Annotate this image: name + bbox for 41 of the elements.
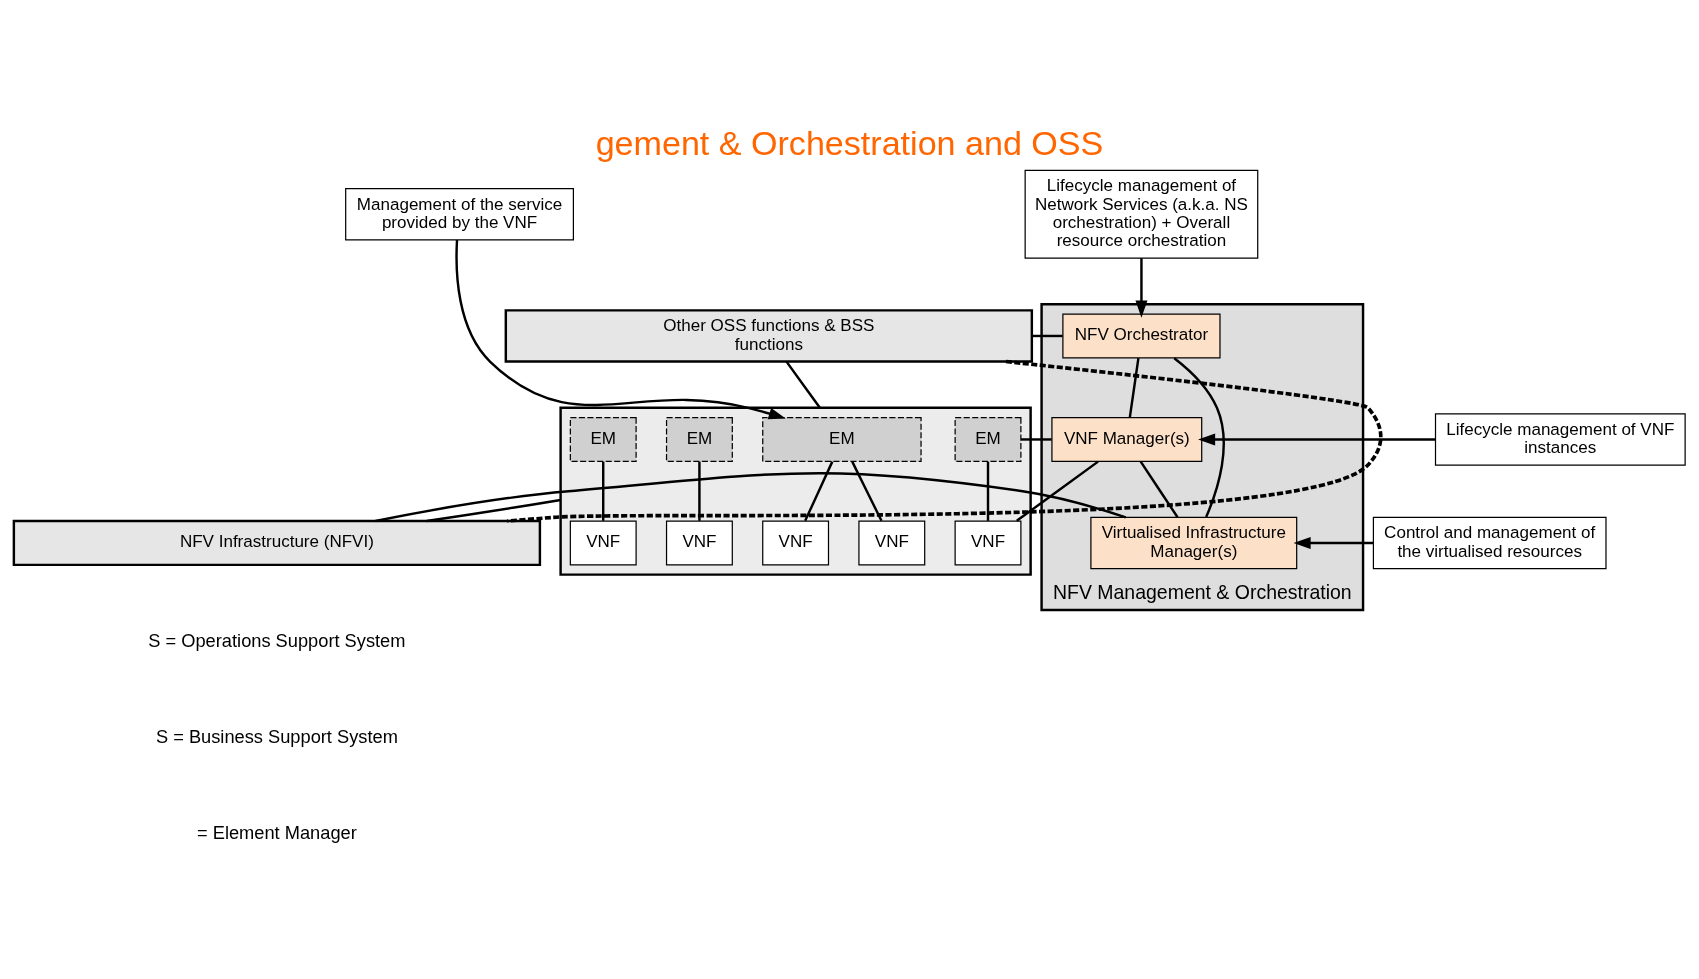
connector xyxy=(602,461,605,521)
node-box: VNF xyxy=(858,519,926,565)
connector xyxy=(804,460,834,521)
node-box: Control and management of the virtualised resources xyxy=(1372,516,1607,569)
node-box: NFV Infrastructure (NFVI) xyxy=(12,519,542,566)
connector xyxy=(851,460,883,521)
connector xyxy=(375,471,1127,522)
connector xyxy=(698,461,701,521)
node-box: VNF Manager(s) xyxy=(1051,416,1203,462)
node-box: VNF xyxy=(665,519,733,565)
node-box: EM xyxy=(569,416,637,462)
arrow xyxy=(455,239,786,419)
arrow xyxy=(1198,432,1436,445)
connector xyxy=(1128,357,1140,417)
arrow xyxy=(1135,257,1148,318)
connector xyxy=(785,360,821,409)
connector xyxy=(1173,356,1225,518)
label: S = Operations Support System xyxy=(148,629,406,651)
arrow xyxy=(1293,536,1374,549)
connector xyxy=(1139,460,1179,518)
node-box: EM xyxy=(665,416,733,462)
node-box: Management of the service provided by the VNF xyxy=(345,187,574,240)
label: S = Business Support System xyxy=(155,725,398,747)
connector xyxy=(986,461,990,521)
node-box: EM xyxy=(954,416,1022,462)
connector xyxy=(1031,334,1063,337)
node-box: VNF xyxy=(954,519,1022,565)
connector xyxy=(426,498,561,522)
node-box: Lifecycle management of VNF instances xyxy=(1434,412,1686,466)
label: = Element Manager xyxy=(197,821,357,843)
diagram-title: gement & Orchestration and OSS xyxy=(595,123,1104,162)
connector xyxy=(507,359,1383,523)
node-box: Other OSS functions & BSS functions xyxy=(504,308,1034,363)
node-box: NFV Orchestrator xyxy=(1062,312,1221,358)
node-box: VNF xyxy=(762,519,830,565)
node-box: Virtualised Infrastructure Manager(s) xyxy=(1090,516,1298,569)
node-box: Lifecycle management of Network Services (a.k.a. NS orchestration) + Overall resource orchestration xyxy=(1024,169,1259,259)
node-box: VNF xyxy=(569,519,637,565)
node-box: EM xyxy=(762,416,922,462)
connector xyxy=(1016,460,1099,522)
connector xyxy=(1021,437,1052,441)
